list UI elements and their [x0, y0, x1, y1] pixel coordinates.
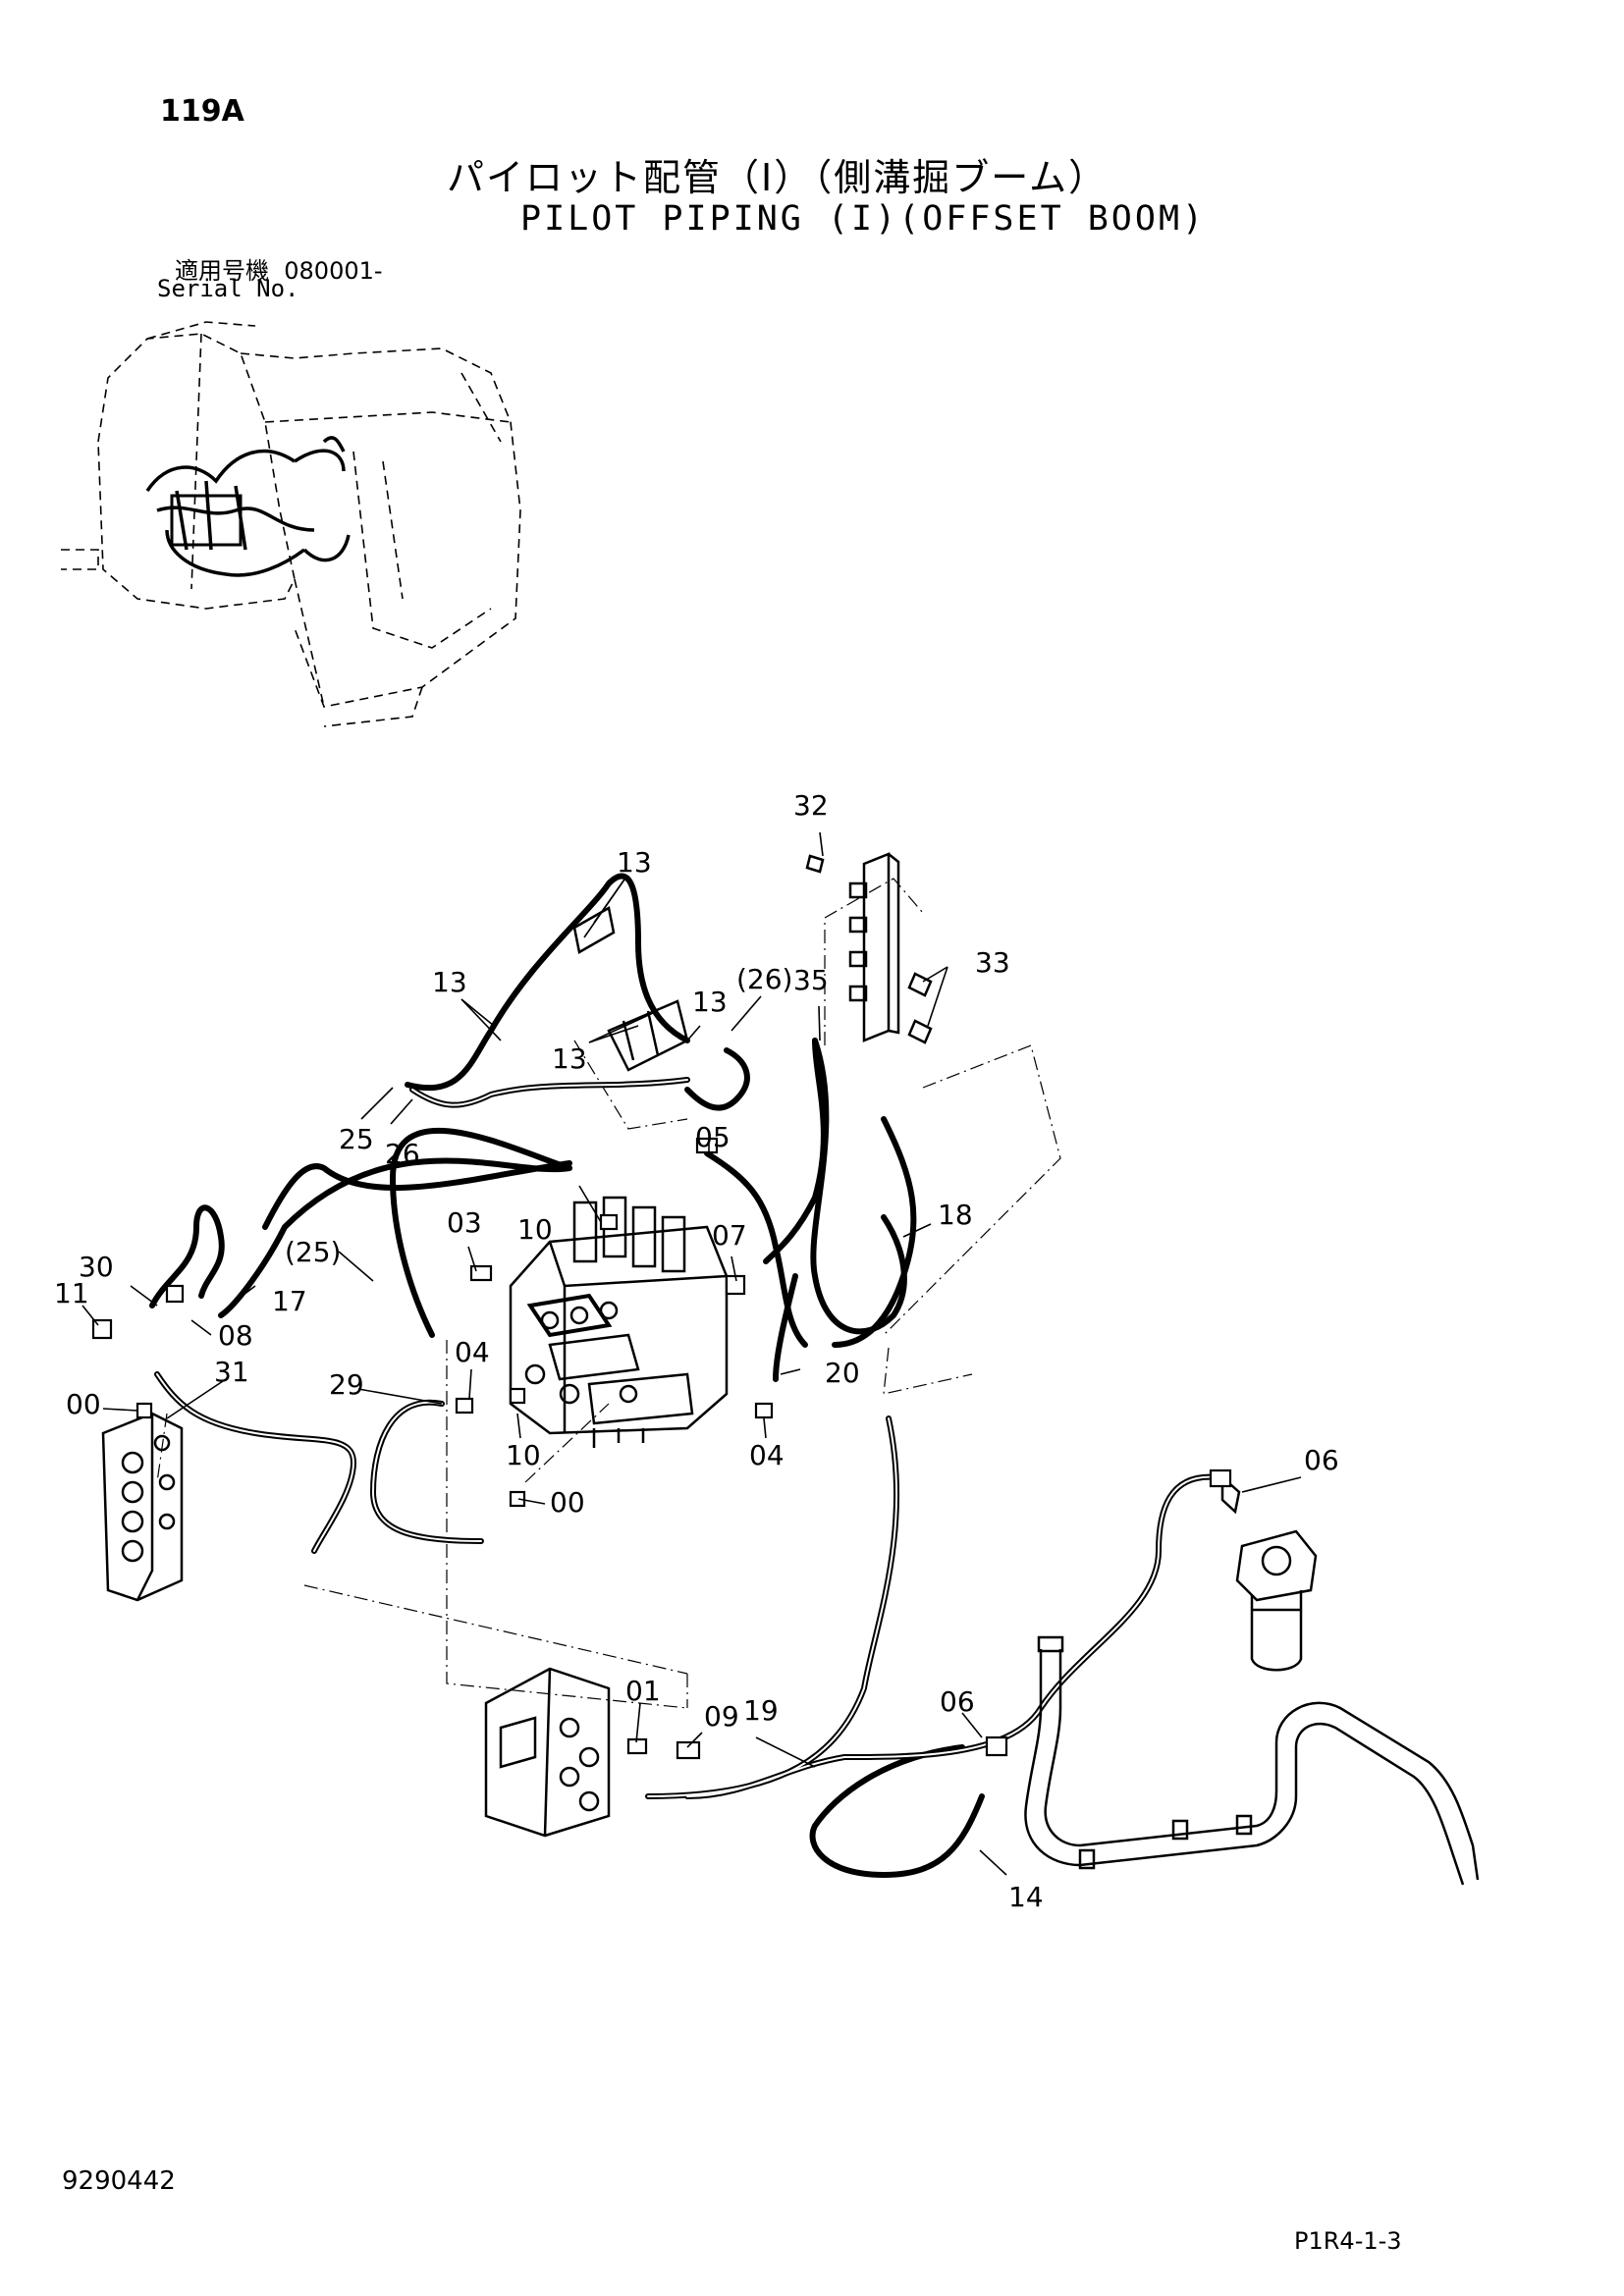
callout-06: 06: [940, 1685, 975, 1718]
figure-code: P1R4-1-3: [1294, 2227, 1402, 2255]
document-number: 9290442: [62, 2166, 176, 2196]
callout-10: 10: [517, 1213, 553, 1246]
serial-value: 080001-: [284, 257, 383, 285]
callout-13: 13: [617, 846, 652, 879]
callout-32: 32: [793, 789, 829, 822]
callout-05: 05: [695, 1121, 731, 1153]
callout-13: 13: [432, 966, 467, 998]
callout-26: 26: [385, 1138, 420, 1170]
callout-17: 17: [272, 1285, 307, 1317]
cab-inset-valve: [170, 494, 243, 547]
title-japanese: パイロット配管（Ⅰ）（側溝掘ブーム）: [447, 156, 1109, 199]
callout-20: 20: [825, 1357, 860, 1389]
callout-leaders: [81, 831, 1302, 1876]
hose-bracket-13: [572, 906, 689, 1072]
callout-25: 25: [339, 1123, 374, 1155]
callout-04: 04: [749, 1439, 785, 1471]
callout-03: 03: [447, 1206, 482, 1239]
callout-06: 06: [1304, 1444, 1339, 1476]
callout-10: 10: [506, 1439, 541, 1471]
pilot-filter: [1220, 1474, 1318, 1672]
serial-label-jp: 適用号機: [175, 257, 269, 285]
callout-14: 14: [1008, 1881, 1044, 1913]
callout-11: 11: [54, 1277, 89, 1309]
callout-18: 18: [938, 1199, 973, 1231]
callout-01: 01: [625, 1675, 661, 1707]
return-piping: [1024, 1635, 1480, 1886]
cab-inset-illustration: [61, 321, 521, 727]
fittings: [91, 1137, 1232, 1760]
callout-00: 00: [66, 1388, 101, 1420]
page-number: 119A: [160, 94, 244, 129]
callout-07: 07: [712, 1219, 747, 1252]
callout-09: 09: [704, 1700, 739, 1733]
callout-33: 33: [975, 946, 1010, 979]
callout-04: 04: [455, 1336, 490, 1368]
left-pilot-valve: [101, 1412, 184, 1602]
callout-13: 13: [692, 986, 728, 1018]
cab-inset-harness: [145, 436, 351, 577]
callout-19: 19: [743, 1694, 779, 1727]
serial-label-en: Serial No.: [157, 275, 299, 302]
manifold-bracket: [805, 852, 933, 1044]
callout-26-ref: (26): [736, 963, 792, 995]
callout-35: 35: [793, 964, 829, 996]
callout-25-ref: (25): [285, 1236, 341, 1268]
callout-08: 08: [218, 1319, 253, 1352]
lower-valve-block: [484, 1667, 611, 1838]
connection-dashed-lines: [156, 878, 1061, 1709]
callout-30: 30: [79, 1251, 114, 1283]
callout-31: 31: [214, 1356, 249, 1388]
serial-applicable-line: 適用号機 080001-: [175, 251, 383, 286]
hose-highlights: [156, 1079, 1218, 1797]
callout-13: 13: [552, 1042, 587, 1075]
callout-labels: 32 13 13 13 13 (26) 35 33 25 26 05 18 10…: [54, 789, 1339, 1913]
main-control-valve: [509, 1196, 729, 1448]
title-english: PILOT PIPING (I)(OFFSET BOOM): [520, 199, 1207, 239]
callout-29: 29: [329, 1368, 364, 1401]
callout-00: 00: [550, 1486, 585, 1519]
